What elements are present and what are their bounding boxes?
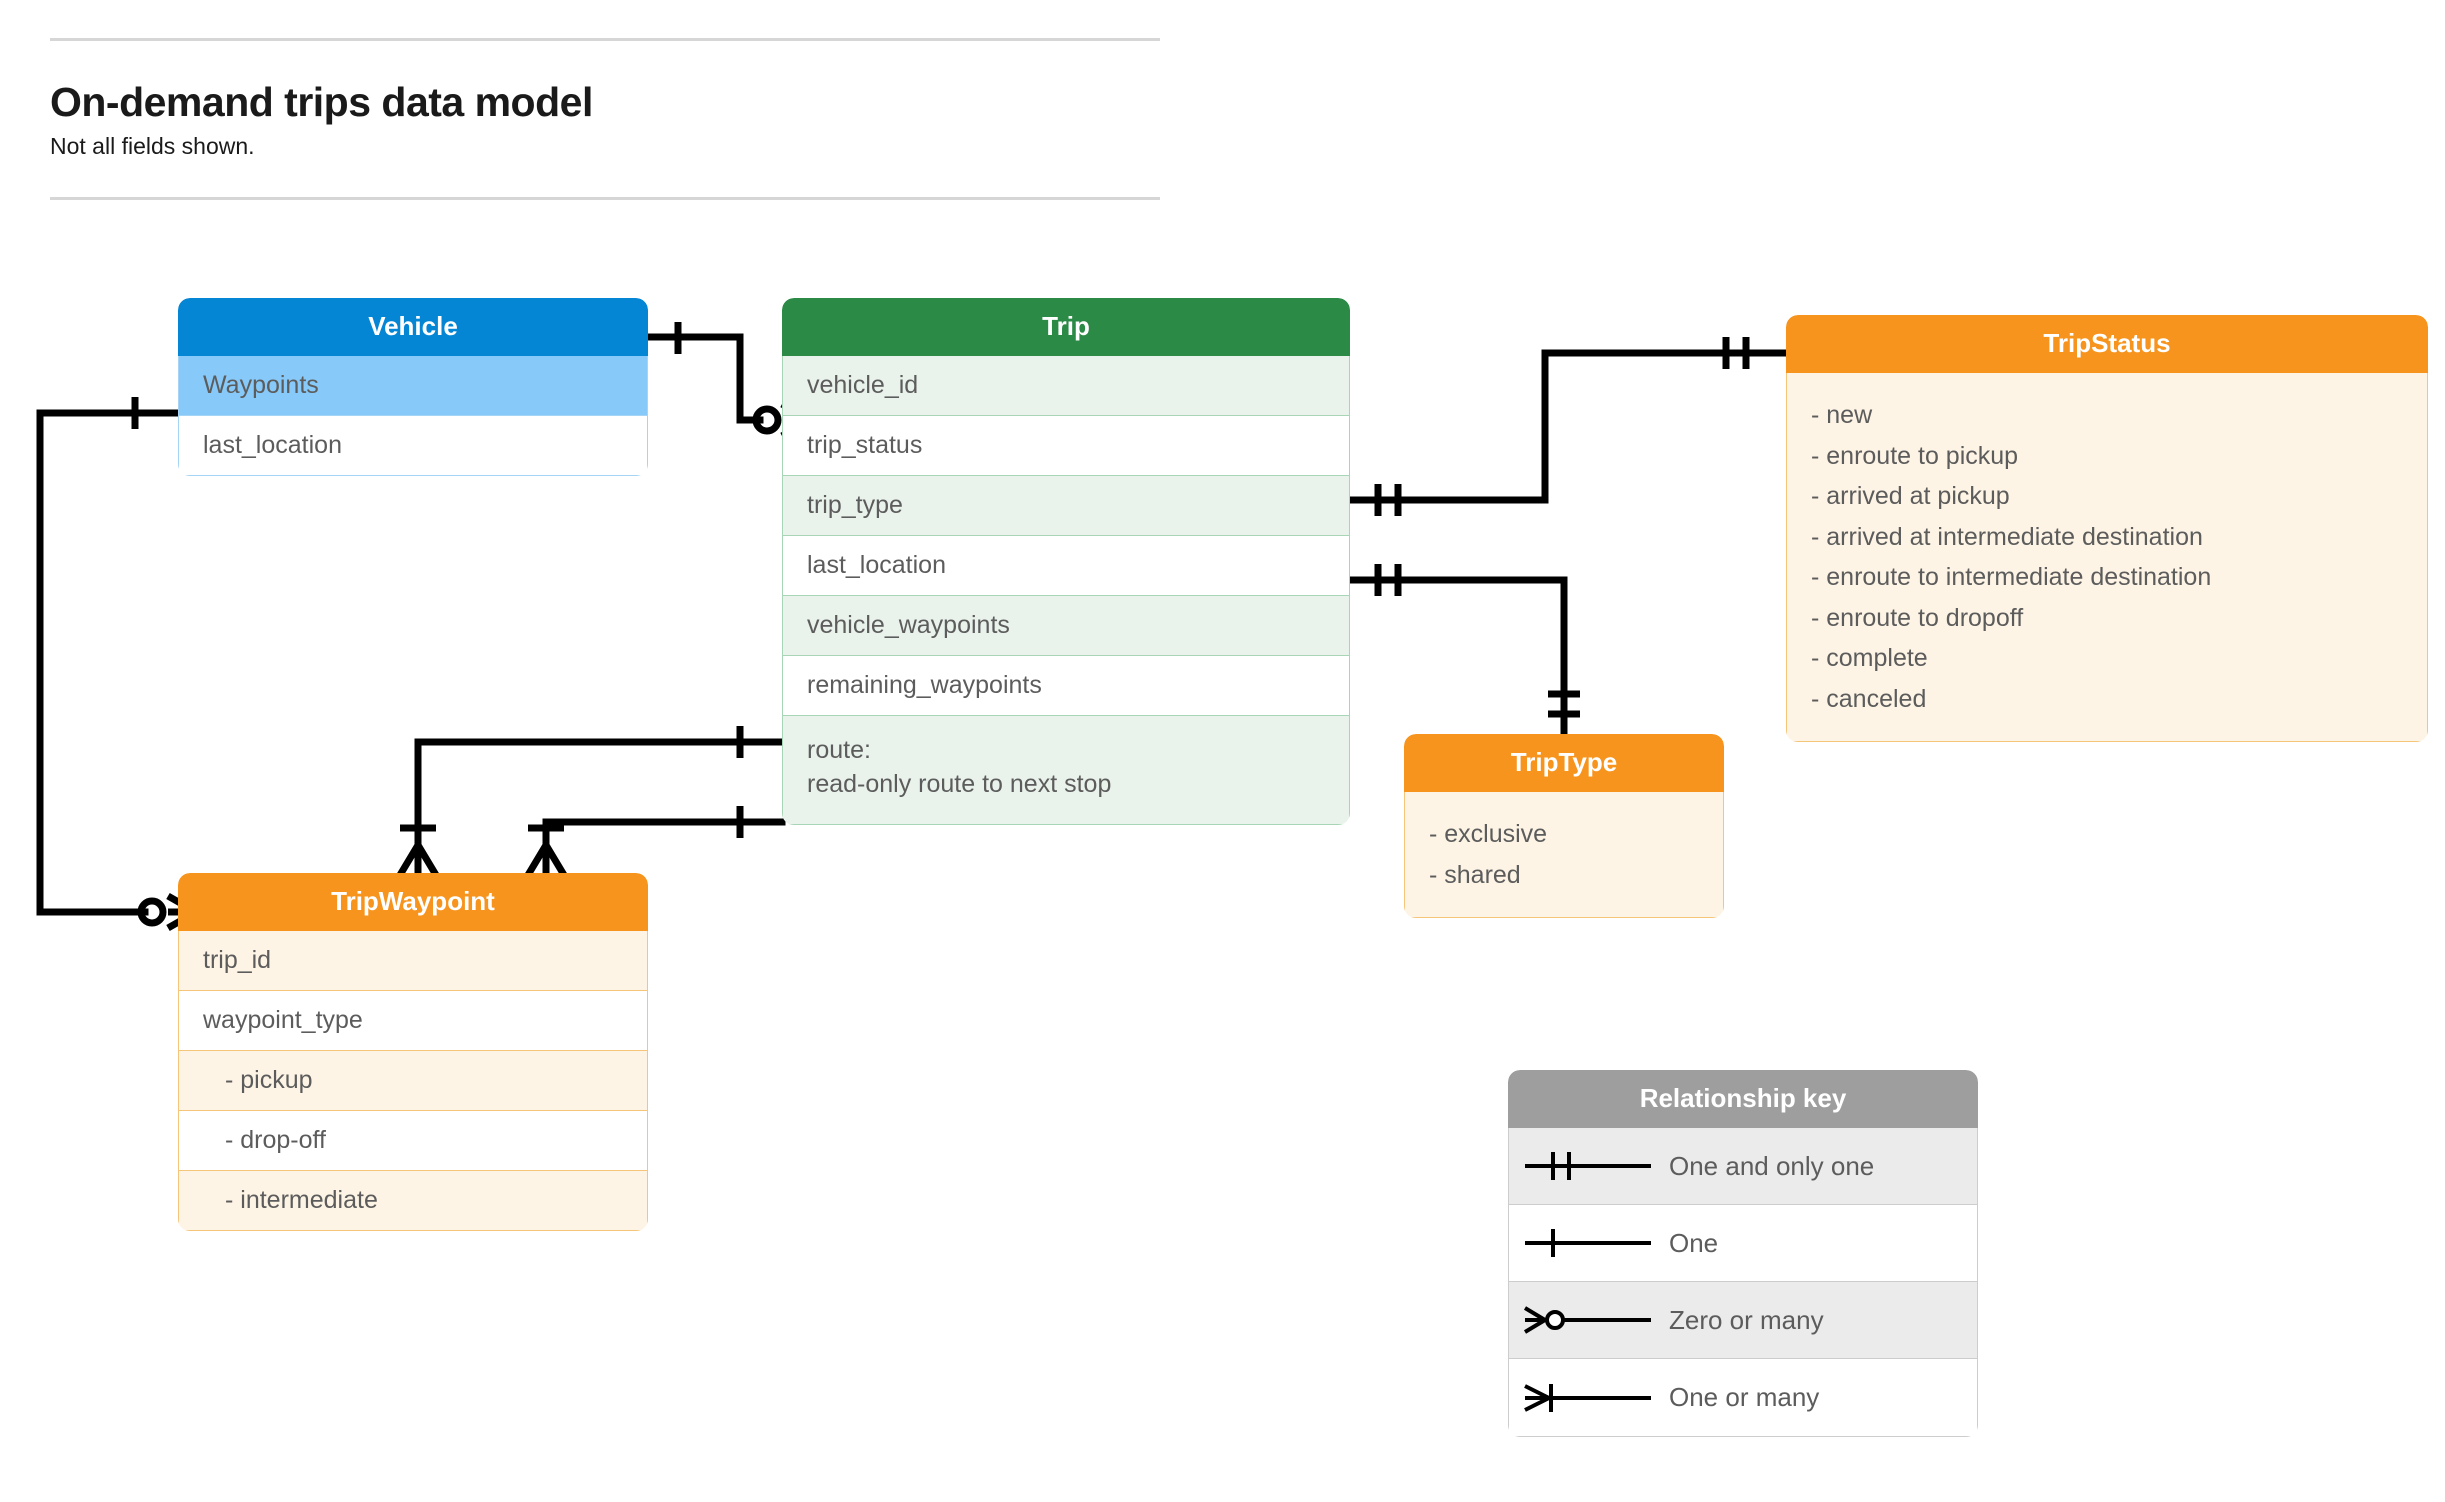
relationship-key-panel: Relationship key One and only one One	[1508, 1070, 1978, 1438]
entity-tripstatus[interactable]: TripStatus - new - enroute to pickup - a…	[1786, 315, 2428, 743]
one-icon	[1509, 1223, 1669, 1263]
tripwaypoint-type-intermediate[interactable]: - intermediate	[179, 1171, 647, 1231]
connector-triptype	[1346, 564, 1580, 738]
trip-route-description: read-only route to next stop	[807, 769, 1112, 798]
tripwaypoint-type-dropoff[interactable]: - drop-off	[179, 1111, 647, 1172]
entity-tripstatus-title: TripStatus	[1786, 315, 2428, 374]
entity-trip-title: Trip	[782, 298, 1350, 357]
entity-trip[interactable]: Trip vehicle_id trip_status trip_type la…	[782, 298, 1350, 825]
header-rule-top	[50, 38, 1160, 41]
tripstatus-value-enroute-to-intermediate-destination: - enroute to intermediate destination	[1811, 563, 2212, 592]
tripwaypoint-type-pickup[interactable]: - pickup	[179, 1051, 647, 1112]
connector-tripstatus	[1346, 337, 1790, 516]
entity-triptype[interactable]: TripType - exclusive - shared	[1404, 734, 1724, 919]
relationship-key-row-one-or-many: One or many	[1509, 1359, 1977, 1436]
relationship-key-label-one-and-only-one: One and only one	[1669, 1150, 1875, 1181]
entity-vehicle[interactable]: Vehicle Waypoints last_location	[178, 298, 648, 477]
trip-field-remaining-waypoints[interactable]: remaining_waypoints	[783, 656, 1349, 717]
header-rule-bottom	[50, 197, 1160, 201]
relationship-key-body: One and only one One Zero	[1508, 1128, 1978, 1438]
relationship-key-row-zero-or-many: Zero or many	[1509, 1282, 1977, 1360]
entity-triptype-body: - exclusive - shared	[1404, 792, 1724, 919]
trip-field-trip-status[interactable]: trip_status	[783, 416, 1349, 477]
relationship-key-title: Relationship key	[1508, 1070, 1978, 1129]
relationship-key-label-one-or-many: One or many	[1669, 1382, 1820, 1413]
tripstatus-value-arrived-at-intermediate-destination: - arrived at intermediate destination	[1811, 522, 2203, 551]
trip-field-vehicle-waypoints[interactable]: vehicle_waypoints	[783, 596, 1349, 657]
tripwaypoint-field-trip-id[interactable]: trip_id	[179, 931, 647, 992]
entity-tripwaypoint[interactable]: TripWaypoint trip_id waypoint_type - pic…	[178, 873, 648, 1232]
page-subtitle: Not all fields shown.	[50, 133, 255, 160]
entity-vehicle-body: Waypoints last_location	[178, 356, 648, 477]
triptype-value-exclusive: - exclusive	[1429, 820, 1548, 849]
entity-vehicle-title: Vehicle	[178, 298, 648, 357]
entity-tripwaypoint-title: TripWaypoint	[178, 873, 648, 932]
page-title: On-demand trips data model	[50, 79, 593, 125]
tripwaypoint-field-waypoint-type[interactable]: waypoint_type	[179, 991, 647, 1052]
entity-tripstatus-body: - new - enroute to pickup - arrived at p…	[1786, 373, 2428, 743]
relationship-key-row-one-and-only-one: One and only one	[1509, 1128, 1977, 1206]
tripstatus-value-enroute-to-pickup: - enroute to pickup	[1811, 441, 2019, 470]
relationship-key-label-one: One	[1669, 1227, 1719, 1258]
entity-trip-body: vehicle_id trip_status trip_type last_lo…	[782, 356, 1350, 825]
vehicle-field-last-location[interactable]: last_location	[203, 431, 342, 460]
trip-field-last-location[interactable]: last_location	[783, 536, 1349, 597]
relationship-key-label-zero-or-many: Zero or many	[1669, 1304, 1824, 1335]
one-or-many-icon	[1509, 1378, 1669, 1418]
vehicle-field-waypoints[interactable]: Waypoints	[179, 356, 647, 417]
trip-field-vehicle-id[interactable]: vehicle_id	[783, 356, 1349, 417]
connector-vehicle-waypoints-to-tripwaypoint	[36, 397, 198, 932]
one-and-only-one-icon	[1509, 1146, 1669, 1186]
tripstatus-value-canceled: - canceled	[1811, 684, 1927, 713]
tripstatus-value-new: - new	[1811, 401, 1873, 430]
zero-or-many-icon	[1509, 1300, 1669, 1340]
connector-remaining-waypoints	[524, 806, 786, 877]
tripstatus-value-complete: - complete	[1811, 644, 1928, 673]
trip-field-route[interactable]: route: read-only route to next stop	[783, 716, 1349, 824]
relationship-key-row-one: One	[1509, 1205, 1977, 1283]
triptype-value-shared: - shared	[1429, 860, 1521, 889]
tripstatus-value-arrived-at-pickup: - arrived at pickup	[1811, 482, 2010, 511]
tripstatus-value-enroute-to-dropoff: - enroute to dropoff	[1811, 603, 2024, 632]
page-header: On-demand trips data model Not all field…	[50, 38, 1160, 201]
trip-field-trip-type[interactable]: trip_type	[783, 476, 1349, 537]
entity-triptype-title: TripType	[1404, 734, 1724, 793]
connector-vehicle-waypoints	[396, 726, 786, 877]
trip-route-label: route:	[807, 736, 871, 765]
entity-tripwaypoint-body: trip_id waypoint_type - pickup - drop-of…	[178, 931, 648, 1232]
